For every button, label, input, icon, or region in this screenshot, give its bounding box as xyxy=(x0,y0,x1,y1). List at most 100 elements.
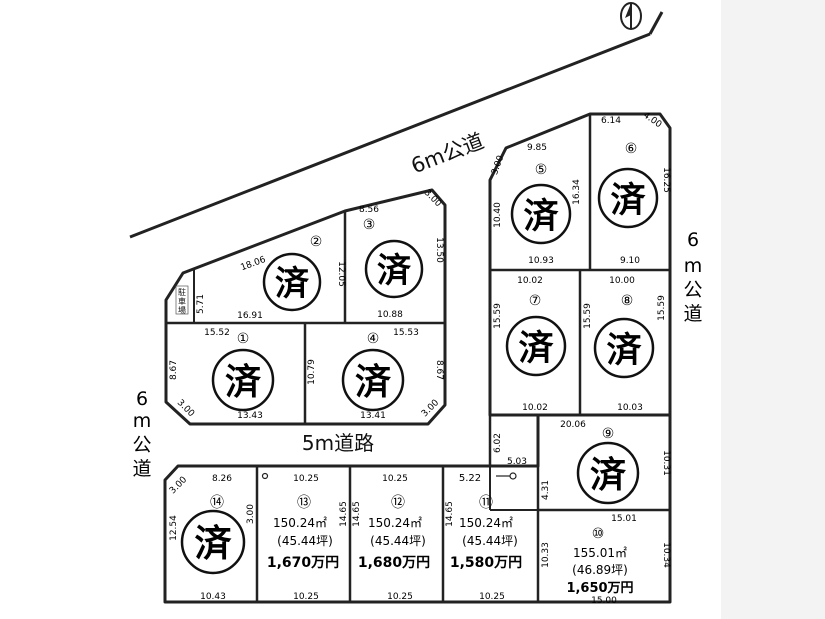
road-label-west: 6 m 公 道 xyxy=(132,388,151,480)
lot-price: 1,650万円 xyxy=(566,581,633,596)
lot-dimension: 10.03 xyxy=(617,403,643,413)
sold-badge-lot-5: 済 xyxy=(510,183,572,245)
lot-12: ⑫ 10.25 150.24㎡ (45.44坪) 1,680万円 14.65 1… xyxy=(352,474,430,602)
road-west-char: m xyxy=(133,410,152,432)
lot-tsubo: (45.44坪) xyxy=(277,534,333,548)
lot-dimension: 18.06 xyxy=(239,255,267,273)
block-a xyxy=(164,188,447,426)
lot-dimension: 5.71 xyxy=(196,294,206,314)
lot-9: ⑨ 20.06 6.02 5.03 4.31 10.31 xyxy=(493,420,671,500)
lot-dimension: 10.33 xyxy=(541,542,551,568)
lot-price: 1,680万円 xyxy=(358,555,430,571)
lot-dimension: 15.01 xyxy=(611,514,637,524)
lot-number: ⑪ xyxy=(479,495,493,511)
boundary-marker xyxy=(509,472,517,480)
road-east-char: m xyxy=(684,255,703,277)
lot-dimension: 10.25 xyxy=(479,592,505,602)
lot-area: 155.01㎡ xyxy=(573,546,627,560)
lot-dimension: 12.54 xyxy=(169,515,179,541)
lot-tsubo: (45.44坪) xyxy=(462,534,518,548)
lot-dimension: 14.65 xyxy=(339,501,349,527)
lot-number: ⑨ xyxy=(602,426,615,442)
lot-dimension: 3.00 xyxy=(246,504,256,524)
sold-badge-lot-2: 済 xyxy=(262,252,322,312)
lot-dimension: 15.59 xyxy=(583,303,593,329)
lot-number: ① xyxy=(237,331,250,347)
lot-dimension: 8.67 xyxy=(169,360,179,380)
lot-number: ⑧ xyxy=(621,293,634,309)
right-margin-strip xyxy=(721,0,825,619)
road-label-east: 6 m 公 道 xyxy=(683,229,702,325)
lot-dimension: 5.03 xyxy=(507,457,527,467)
lot-dimension: 10.79 xyxy=(307,359,317,385)
lot-dimension: 8.26 xyxy=(212,474,232,484)
lot-dimension: 13.41 xyxy=(360,411,386,421)
sold-mark: 済 xyxy=(610,181,646,221)
sold-mark: 済 xyxy=(225,362,261,403)
lot-8: ⑧ 10.00 15.59 15.59 10.03 xyxy=(583,276,667,413)
road-west-char: 公 xyxy=(132,434,151,456)
lot-dimension: 8.56 xyxy=(359,205,379,215)
lot-dimension: 3.00 xyxy=(422,188,443,209)
lot-dimension: 20.06 xyxy=(560,420,586,430)
lot-number: ⑭ xyxy=(210,495,224,511)
lot-dimension: 10.40 xyxy=(493,202,503,228)
lot-number: ⑤ xyxy=(535,162,548,178)
sold-badge-lot-3: 済 xyxy=(364,239,424,299)
lot-number: ⑬ xyxy=(297,495,311,511)
lot-number: ⑥ xyxy=(625,141,638,157)
sold-badge-lot-7: 済 xyxy=(505,315,567,377)
lot-price: 1,580万円 xyxy=(450,555,522,571)
parking-char: 場 xyxy=(178,305,186,315)
lot-dimension: 4.31 xyxy=(541,480,551,500)
lot-dimension: 16.91 xyxy=(237,311,263,321)
sold-mark: 済 xyxy=(590,455,626,496)
lot-dimension: 10.43 xyxy=(200,592,226,602)
lot-dimension: 12.05 xyxy=(336,261,346,287)
road-label-center: 5m道路 xyxy=(302,431,374,455)
lot-dimension: 10.31 xyxy=(661,450,671,476)
lot-number: ⑦ xyxy=(529,293,542,309)
sold-mark: 済 xyxy=(518,329,554,369)
parking-char: 車 xyxy=(178,296,186,306)
sold-badge-lot-6: 済 xyxy=(597,167,659,229)
sold-badge-lot-8: 済 xyxy=(593,317,655,379)
lot-dimension: 10.00 xyxy=(609,276,635,286)
lot-dimension: 14.65 xyxy=(352,501,362,527)
sold-mark: 済 xyxy=(523,197,559,237)
lot-dimension: 10.34 xyxy=(661,542,671,568)
lot-dimension: 10.02 xyxy=(522,403,548,413)
lot-area: 150.24㎡ xyxy=(459,516,513,530)
lot-dimension: 6.14 xyxy=(601,116,621,126)
lot-7: ⑦ 10.02 15.59 10.02 xyxy=(493,276,548,413)
lot-dimension: 10.25 xyxy=(293,592,319,602)
lot-number: ③ xyxy=(363,217,376,233)
road-west-char: 6 xyxy=(136,388,148,410)
lot-dimension: 3.00 xyxy=(490,154,506,177)
lot-dimension: 10.25 xyxy=(387,592,413,602)
sold-badges: 済 済 済 済 済 済 済 済 済 済 xyxy=(180,167,659,575)
lot-tsubo: (45.44坪) xyxy=(370,534,426,548)
lot-number: ② xyxy=(310,234,323,250)
sold-badge-lot-4: 済 xyxy=(341,348,405,412)
lot-dimension: 14.65 xyxy=(445,501,455,527)
sold-mark: 済 xyxy=(355,362,391,403)
lot-tsubo: (46.89坪) xyxy=(572,563,628,577)
sold-badge-lot-1: 済 xyxy=(211,348,275,412)
lot-dimension: 15.00 xyxy=(591,596,617,606)
north-road-edge xyxy=(129,32,651,239)
boundary-marker xyxy=(261,472,269,480)
lot-dimension: 10.02 xyxy=(517,276,543,286)
lot-13: ⑬ 10.25 150.24㎡ (45.44坪) 1,670万円 14.65 1… xyxy=(267,474,349,602)
road-east-char: 道 xyxy=(683,303,702,325)
lot-dimension: 3.00 xyxy=(168,475,189,496)
lot-number: ④ xyxy=(367,331,380,347)
lot-number: ⑫ xyxy=(391,495,405,511)
lot-dimension: 10.88 xyxy=(377,310,403,320)
lot-number: ⑩ xyxy=(592,526,605,542)
lot-dimension: 13.50 xyxy=(434,237,444,263)
sold-badge-lot-9: 済 xyxy=(576,441,640,505)
parking-char: 駐 xyxy=(178,287,186,297)
sold-mark: 済 xyxy=(195,522,233,565)
